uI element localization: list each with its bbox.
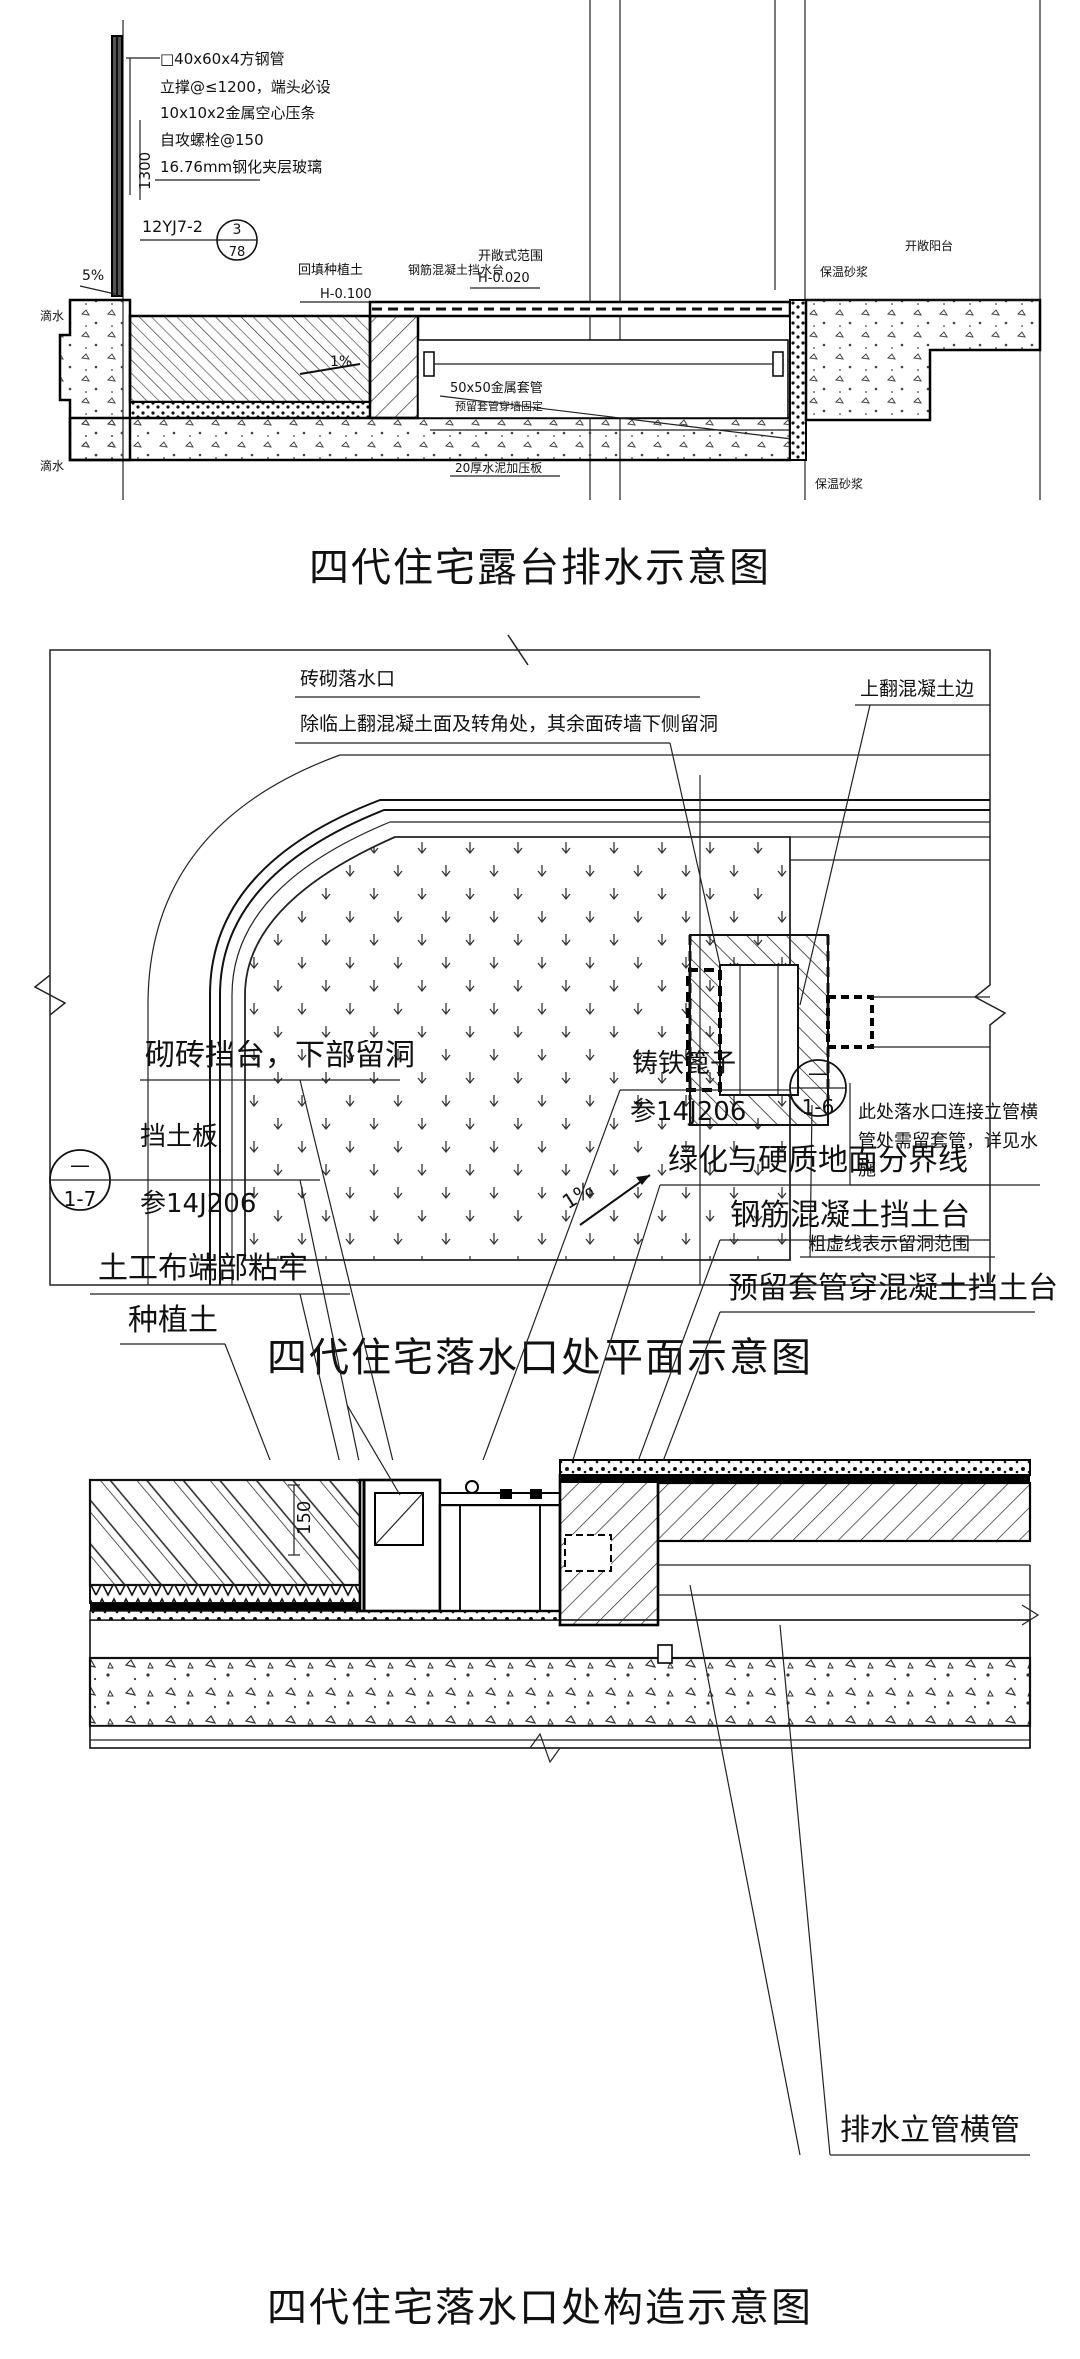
- label-balcony: 开敞阳台: [905, 238, 953, 253]
- label-insul-top: 保温砂浆: [820, 264, 868, 279]
- label-soil: 回填种植土: [298, 263, 363, 278]
- drain-construction-section: 150 排水立管横管: [0, 1405, 1080, 2245]
- insulation-strip: [789, 299, 807, 461]
- label-wall: 钢筋混凝土挡水台: [408, 262, 504, 277]
- svg-text:1-7: 1-7: [64, 1187, 97, 1211]
- terrace-drainage-section: □40x60x4方钢管 立撑@≤1200，端头必设 10x10x2金属空心压条 …: [0, 0, 1080, 500]
- hard-paving-slab: [656, 1481, 1032, 1543]
- plan-border: [33, 634, 1007, 1286]
- sleeve-pipe: [564, 1534, 612, 1572]
- plan-label-drain: 砖砌落水口: [300, 668, 395, 690]
- label-planting-soil: 种植土: [128, 1303, 218, 1338]
- label-soil-elev: H-0.100: [320, 287, 372, 302]
- label-drip-top: 滴水: [40, 308, 64, 323]
- svg-text:10x10x2金属空心压条: 10x10x2金属空心压条: [160, 104, 315, 122]
- plan-label-pipe-3: 施: [858, 1159, 876, 1180]
- rc-retaining-wall: [368, 314, 420, 420]
- caption-figure1: 四代住宅露台排水示意图: [309, 545, 771, 591]
- label-pipe: 50x50金属套管: [450, 380, 543, 396]
- ref-board-code: 参14J206: [140, 1189, 256, 1219]
- caption-figure2: 四代住宅落水口处平面示意图: [267, 1335, 813, 1381]
- plan-label-dashed: 粗虚线表示留洞范围: [808, 1234, 970, 1255]
- label-boundary: 绿化与硬质地面分界线: [668, 1143, 968, 1178]
- plan-label-pipe-1: 此处落水口连接立管横: [858, 1102, 1038, 1123]
- drain-box: [438, 1503, 562, 1613]
- planting-area: [244, 836, 791, 1261]
- label-pipe-note: 预留套管穿墙固定: [455, 399, 543, 413]
- plan-label-edge: 上翻混凝土边: [860, 678, 974, 700]
- right-floor-slab: [804, 298, 1042, 422]
- svg-text:16.76mm钢化夹层玻璃: 16.76mm钢化夹层玻璃: [160, 158, 322, 176]
- svg-text:□40x60x4方钢管: □40x60x4方钢管: [160, 50, 285, 68]
- label-sleeve: 预留套管穿混凝土挡土台: [728, 1271, 1058, 1306]
- svg-text:78: 78: [229, 245, 246, 260]
- caption-figure3: 四代住宅落水口处构造示意图: [267, 2285, 813, 2331]
- label-geotextile: 土工布端部粘牢: [98, 1251, 308, 1286]
- ref-grate-code: 参14J206: [630, 1097, 746, 1127]
- label-grate: 铸铁篦子: [632, 1049, 736, 1079]
- planting-soil: [128, 314, 372, 404]
- label-board: 挡土板: [140, 1122, 218, 1152]
- ref-bubble-board: — 1-7: [49, 1149, 111, 1211]
- structural-slab: [68, 416, 792, 462]
- figure3-labels: 砌砖挡台，下部留洞 铸铁篦子 参14J206 — 1-6 — 1-7 挡土板 参…: [0, 1038, 1080, 1601]
- base-slab: [88, 1656, 1032, 1728]
- label-drip-bottom: 滴水: [40, 458, 64, 473]
- svg-text:—: —: [70, 1153, 90, 1177]
- planting-soil-3: [88, 1478, 362, 1587]
- svg-text:1-6: 1-6: [802, 1095, 835, 1119]
- label-rc-wall: 钢筋混凝土挡土台: [730, 1198, 970, 1233]
- label-insul-bottom: 保温砂浆: [815, 476, 863, 491]
- slope-5pct: 5%: [82, 268, 104, 284]
- label-drain-pipes: 排水立管横管: [840, 2113, 1020, 2148]
- label-open-elev: H-0.020: [478, 271, 530, 286]
- svg-text:自攻螺栓@150: 自攻螺栓@150: [160, 131, 264, 149]
- svg-text:12YJ7-2: 12YJ7-2: [142, 217, 203, 236]
- plan-label-drain-note: 除临上翻混凝土面及转角处，其余面砖墙下侧留洞: [300, 713, 718, 735]
- svg-text:立撑@≤1200，端头必设: 立撑@≤1200，端头必设: [160, 78, 331, 96]
- ref-bubble-12YJ7: 12YJ7-2 3 78: [140, 217, 258, 261]
- height-dimension: 1300: [136, 152, 154, 190]
- label-mortar: 20厚水泥加压板: [455, 461, 542, 475]
- railing-notes: □40x60x4方钢管 立撑@≤1200，端头必设 10x10x2金属空心压条 …: [126, 50, 331, 195]
- drain-outlet: [686, 934, 990, 1126]
- svg-text:—: —: [808, 1061, 828, 1085]
- drain-plan-view: 1% 砖砌落水口 除临上翻混凝土面及转角处，其余面砖墙下侧留洞 上翻混凝土边 此…: [0, 625, 1080, 1305]
- ref-bubble-grate: — 1-6: [789, 1059, 847, 1119]
- svg-text:3: 3: [233, 222, 242, 238]
- dim-150: 150: [294, 1501, 315, 1535]
- plan-label-pipe-2: 管处需留套管，详见水: [858, 1131, 1038, 1152]
- label-open-range: 开敞式范围: [478, 248, 543, 264]
- label-brick-parapet: 砌砖挡台，下部留洞: [145, 1040, 415, 1073]
